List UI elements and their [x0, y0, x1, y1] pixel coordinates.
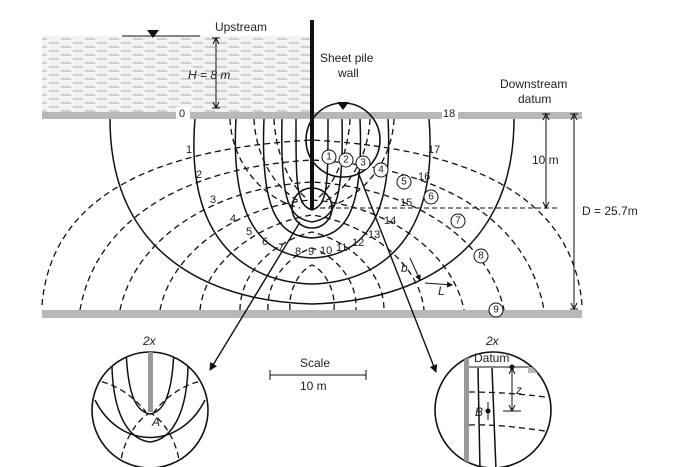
svg-text:8: 8: [478, 251, 484, 262]
equipotential-number: 8: [295, 246, 301, 258]
flow-channel-number: 1: [321, 149, 337, 165]
datum-label: Datum: [474, 351, 509, 365]
svg-text:3: 3: [360, 158, 366, 169]
equipotential-number: 17: [428, 144, 440, 156]
equipotential-number: 2: [196, 169, 202, 181]
equipotential-number: 9: [308, 246, 314, 258]
flow-channel-number: 5: [396, 174, 412, 190]
sheet-pile-wall: [310, 20, 314, 210]
svg-text:2: 2: [343, 155, 349, 166]
svg-text:4: 4: [378, 165, 384, 176]
impermeable-base: [42, 310, 582, 318]
equipotential-numbers: 0 1 2 3 4 5 6 7 8 9 10 11 12 13 14 15 16…: [176, 107, 458, 258]
b-label: b: [401, 261, 408, 275]
sheet-pile-label-1: Sheet pile: [320, 51, 374, 65]
flow-channel-number: 6: [423, 189, 439, 205]
downstream-water-level-icon: [337, 102, 349, 110]
upstream-label: Upstream: [215, 20, 267, 34]
flow-channel-number: 3: [355, 155, 371, 171]
flow-channel-number: 9: [488, 302, 504, 318]
two-x-left: 2x: [142, 334, 157, 348]
equipotential-number: 18: [443, 108, 455, 120]
flow-channel-number: 7: [450, 213, 466, 229]
leader-arrow-right: [357, 171, 438, 373]
svg-text:5: 5: [401, 177, 407, 188]
L-label: L: [438, 284, 445, 298]
flow-channel-number: 8: [473, 248, 489, 264]
equipotential-number: 7: [278, 242, 284, 254]
detail-circle-right: 2x Datum z B: [434, 334, 552, 467]
scale-title: Scale: [300, 356, 330, 370]
equipotential-number: 4: [230, 213, 236, 225]
equipotential-number: 6: [262, 236, 268, 248]
detail-circle-left: 2x A: [91, 334, 209, 467]
svg-text:7: 7: [455, 216, 461, 227]
equipotential-number: 1: [186, 144, 192, 156]
flow-channel-numbers: 1 2 3 4 5 6 7 8 9: [321, 149, 504, 318]
equipotential-number: 16: [418, 171, 430, 183]
equipotential-number: 13: [368, 229, 380, 241]
zoom-circle-exit: [305, 102, 381, 178]
svg-text:6: 6: [428, 192, 434, 203]
leader-arrow-left: [209, 221, 301, 371]
svg-text:9: 9: [493, 305, 499, 316]
sheet-pile-label-2: wall: [337, 66, 359, 80]
equipotential-number: 0: [179, 108, 185, 120]
svg-text:1: 1: [326, 152, 332, 163]
equipotential-number: 14: [384, 215, 396, 227]
scale-value: 10 m: [300, 379, 327, 393]
depth-10m-label: 10 m: [532, 153, 559, 167]
equipotential-number: 3: [210, 194, 216, 206]
two-x-right: 2x: [485, 334, 500, 348]
head-label: H = 8 m: [188, 68, 230, 82]
equipotential-number: 12: [352, 237, 364, 249]
point-B-label: B: [475, 405, 483, 419]
flow-channel-number: 4: [373, 162, 389, 178]
downstream-label-2: datum: [518, 92, 551, 106]
upstream-water-level-icon: [147, 30, 159, 38]
equipotential-number: 11: [336, 242, 347, 254]
point-A-label: A: [151, 415, 160, 429]
z-label: z: [515, 383, 522, 397]
near-pile-equipotentials: [229, 118, 395, 209]
downstream-label-1: Downstream: [500, 77, 567, 91]
flow-channel-number: 2: [338, 152, 354, 168]
equipotential-number: 10: [320, 245, 332, 257]
depth-D-label: D = 25.7m: [582, 204, 638, 218]
upstream-water: [42, 36, 312, 112]
equipotential-number: 15: [400, 197, 412, 209]
equipotential-number: 5: [246, 226, 252, 238]
